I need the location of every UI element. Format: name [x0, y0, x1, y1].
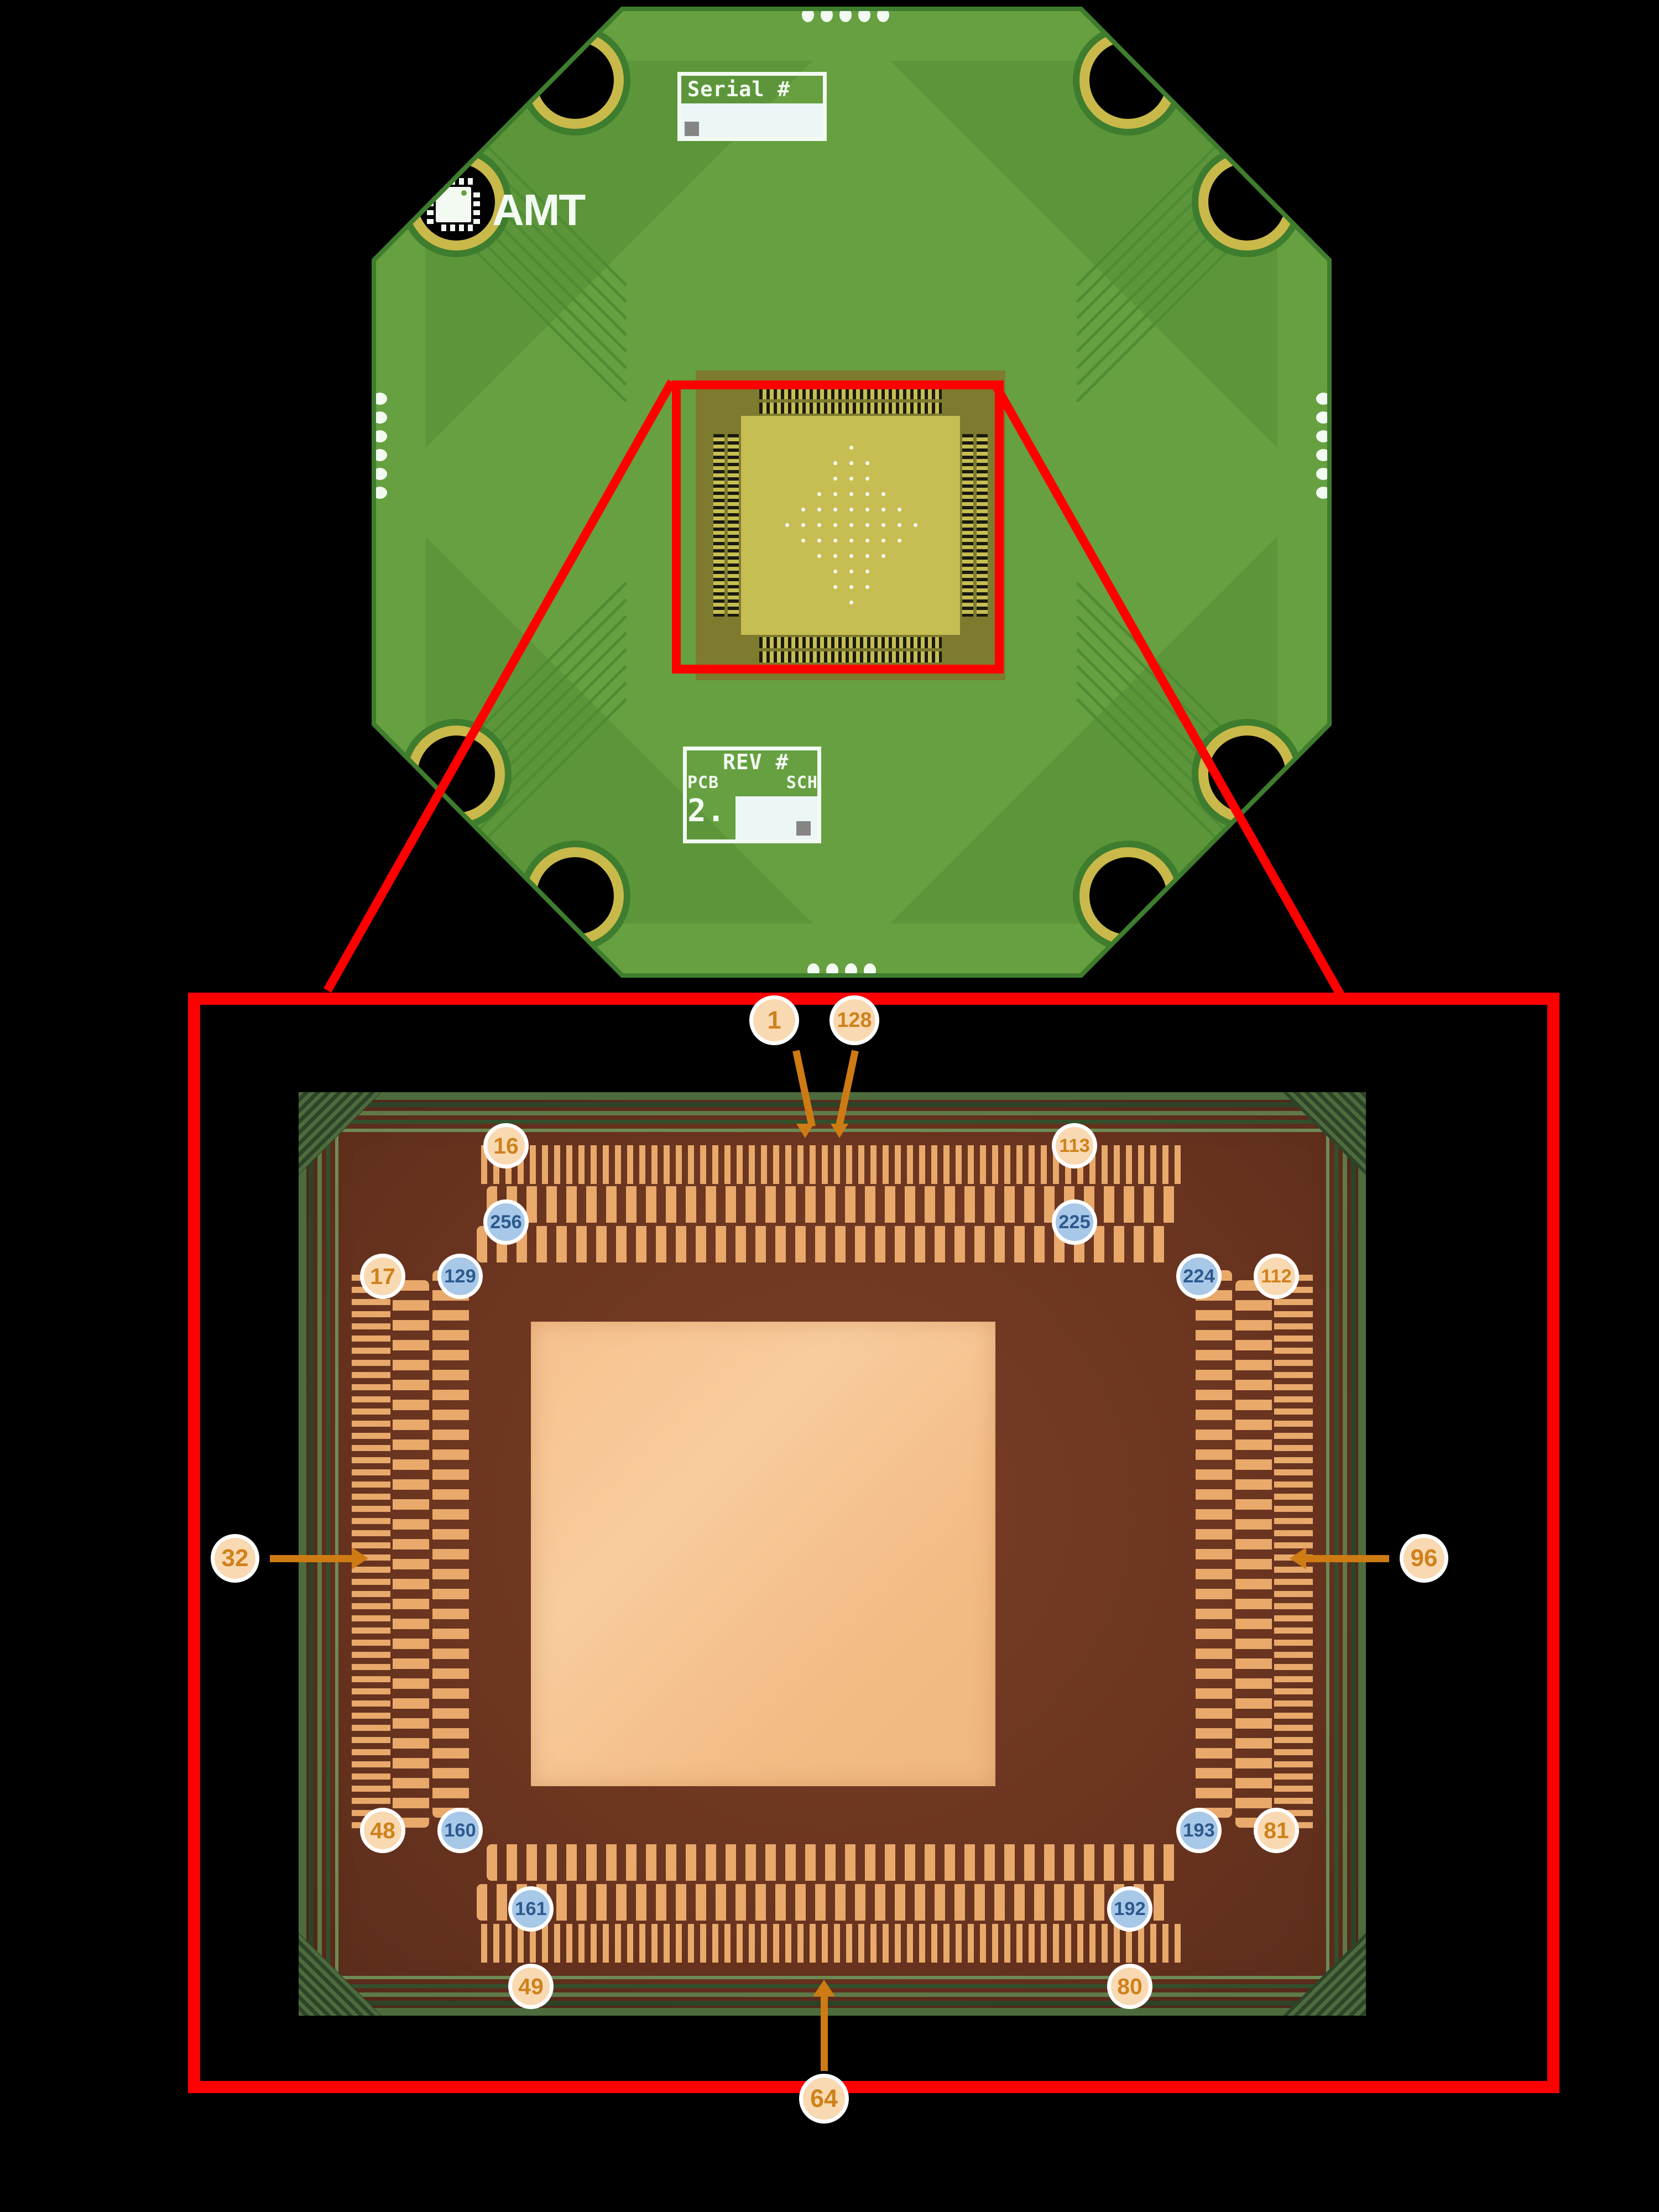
rev-sch-label: SCH	[786, 773, 818, 792]
pad-number-label: 49	[518, 1973, 544, 1999]
pad-row-top-inner2	[477, 1226, 1168, 1262]
pad-row-right-inner2	[1196, 1270, 1232, 1818]
rev-label: REV #	[723, 750, 789, 774]
pad-number-label: 16	[493, 1133, 519, 1159]
die-guard-ring-mid	[309, 1102, 1356, 2006]
pad-number-label: 48	[370, 1817, 395, 1843]
pad-row-bottom-inner2	[477, 1884, 1168, 1921]
bond-pad-row-left	[713, 434, 740, 617]
rev-silkscreen: REV # PCB SCH 2.	[683, 747, 821, 843]
serial-label: Serial #	[687, 77, 791, 101]
pad-row-left-inner1	[393, 1280, 429, 1828]
pad-128-badge[interactable]: 128	[830, 995, 879, 1045]
die-mount-region	[679, 354, 1022, 697]
pad-row-left-inner2	[432, 1270, 469, 1818]
mounting-hole-top-left	[536, 41, 614, 119]
die-guard-ring-outer	[299, 1092, 1366, 2016]
rev-fiducial	[796, 821, 811, 836]
pad-number-label: 112	[1261, 1265, 1292, 1287]
pad-number-label: 17	[370, 1263, 395, 1289]
bond-pad-row-bottom	[759, 637, 942, 664]
pad-number-label: 224	[1183, 1265, 1215, 1287]
pad-224-badge[interactable]: 224	[1176, 1254, 1222, 1299]
pad-number-label: 192	[1114, 1898, 1146, 1919]
pad-row-bottom-outer	[481, 1924, 1183, 1963]
pad-49-badge[interactable]: 49	[508, 1964, 554, 2009]
pad-number-label: 1	[767, 1006, 781, 1034]
pad-number-label: 256	[490, 1211, 522, 1233]
mounting-hole-bottom-left	[536, 857, 614, 935]
pad-number-label: 225	[1058, 1211, 1091, 1233]
mounting-hole-bottom-right	[1089, 857, 1167, 935]
pad-row-bottom-inner1	[487, 1844, 1178, 1881]
pad-256-badge[interactable]: 256	[483, 1199, 529, 1245]
pad-160-badge[interactable]: 160	[437, 1808, 483, 1853]
pad-number-label: 128	[837, 1008, 872, 1032]
pad-32-badge[interactable]: 32	[211, 1534, 259, 1583]
pad-48-badge[interactable]: 48	[360, 1808, 405, 1853]
serial-fiducial	[685, 122, 699, 136]
pad-112-badge[interactable]: 112	[1254, 1254, 1299, 1299]
pad-number-label: 160	[444, 1819, 476, 1841]
rev-pcb-label: PCB	[687, 773, 719, 792]
pad-64-badge[interactable]: 64	[799, 2074, 849, 2124]
pad-16-badge[interactable]: 16	[483, 1123, 529, 1168]
pad-number-label: 80	[1117, 1973, 1142, 1999]
pcb-overview-panel: AMT Serial # REV # PCB SCH 2.	[0, 0, 1659, 990]
serial-value-field[interactable]	[681, 103, 823, 137]
pad-161-badge[interactable]: 161	[508, 1886, 554, 1932]
bond-pad-row-right	[962, 434, 989, 617]
pad-number-label: 113	[1059, 1135, 1090, 1156]
mounting-hole-top-right	[1089, 41, 1167, 119]
pad-192-badge[interactable]: 192	[1107, 1886, 1152, 1932]
die-gold-surface	[741, 416, 960, 635]
pad-number-label: 193	[1183, 1819, 1215, 1841]
pad-1-badge[interactable]: 1	[749, 995, 799, 1045]
pad-row-right-inner1	[1235, 1280, 1272, 1828]
die-central-metal-area	[531, 1322, 995, 1786]
pad-193-badge[interactable]: 193	[1176, 1808, 1222, 1853]
pad-number-label: 96	[1410, 1545, 1438, 1572]
rev-pcb-value: 2.	[687, 793, 726, 829]
pad-96-badge[interactable]: 96	[1400, 1534, 1448, 1583]
bond-pad-row-top	[759, 388, 942, 415]
zoom-callout-rectangle	[672, 380, 1004, 674]
pad-17-badge[interactable]: 17	[360, 1254, 405, 1299]
pad-113-badge[interactable]: 113	[1052, 1123, 1097, 1168]
qfp-chip-icon	[426, 177, 481, 232]
pad-225-badge[interactable]: 225	[1052, 1199, 1097, 1245]
pad-number-label: 32	[221, 1545, 249, 1572]
pad-number-label: 161	[515, 1898, 547, 1919]
pad-number-label: 81	[1264, 1817, 1289, 1843]
amt-wordmark: AMT	[492, 185, 586, 234]
pad-81-badge[interactable]: 81	[1254, 1808, 1299, 1853]
pad-80-badge[interactable]: 80	[1107, 1964, 1152, 2009]
serial-silkscreen: Serial #	[677, 72, 827, 141]
pad-number-label: 64	[810, 2084, 838, 2112]
pad-129-badge[interactable]: 129	[437, 1254, 483, 1299]
pad-number-label: 129	[444, 1265, 476, 1287]
